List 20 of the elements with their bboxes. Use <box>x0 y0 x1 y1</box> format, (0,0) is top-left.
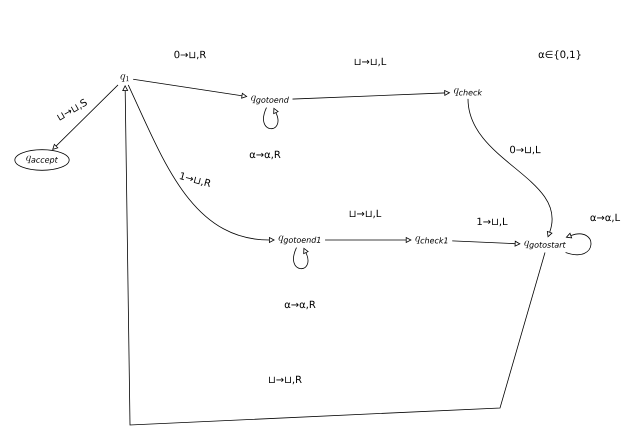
state-label: $q_{\mathit{gotoend1}}$ <box>278 236 320 244</box>
state-label: $q_{\mathit{gotostart}}$ <box>524 240 566 250</box>
edge-label: α→α,L <box>588 212 622 224</box>
edge-label: ⊔→⊔,L <box>348 208 382 220</box>
edge-label: 0→⊔,R <box>172 50 208 60</box>
state-label: $q_{\mathit{gotoend}}$ <box>251 96 289 104</box>
alphabet-note: α∈{0,1} <box>538 50 581 60</box>
edge-label: 1→⊔,L <box>475 216 509 228</box>
edge-label: α→α,R <box>248 150 282 160</box>
edge-label: 1→⊔,R <box>176 170 214 190</box>
edge-label: ⊔→⊔,L <box>352 56 388 68</box>
state-label: $q_{1}$ <box>120 74 129 82</box>
arrow <box>468 98 553 238</box>
self-loop-arrow <box>565 232 592 256</box>
state-label: $q_{\mathit{check1}}$ <box>415 236 448 244</box>
state-label: $q_{\mathit{check}}$ <box>454 88 482 96</box>
edge-label: α→α,R <box>283 300 317 310</box>
edge-label: ⊔→⊔,R <box>267 374 303 386</box>
arrow <box>132 78 248 99</box>
edge-label: 0→⊔,L <box>508 144 542 156</box>
